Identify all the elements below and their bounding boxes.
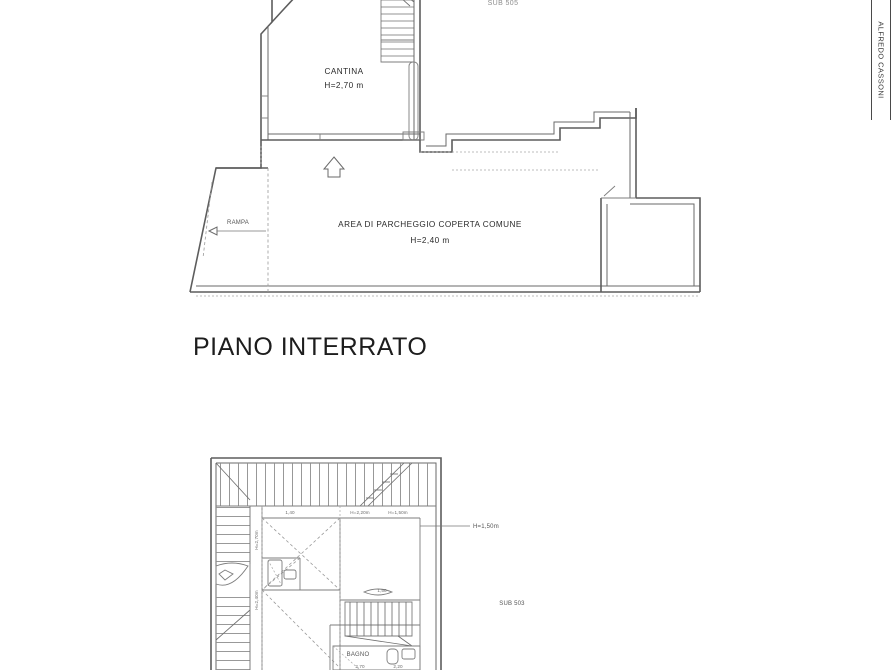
side-stamp: ALFREDO CASSONI <box>871 0 891 120</box>
staircase-basement <box>380 0 425 141</box>
stamp-rule-right <box>890 0 891 120</box>
dim-label-4: 1,50 <box>377 588 387 593</box>
roof-slope-dashes <box>261 506 341 670</box>
dim-label-2: H=2,20m <box>350 510 370 515</box>
room-label-parking: AREA DI PARCHEGGIO COPERTA COMUNE <box>338 220 522 229</box>
sub-label-basement: SUB 505 <box>488 0 519 7</box>
room-label-bagno: BAGNO <box>347 652 370 658</box>
room-height-cantina: H=2,70 m <box>324 81 363 90</box>
stamp-text: ALFREDO CASSONI <box>876 21 886 99</box>
dim-label-6: 2,20 <box>393 664 403 669</box>
floor-title-basement: PIANO INTERRATO <box>193 333 428 361</box>
ramp-area: RAMPA <box>202 167 269 292</box>
stamp-rule-left <box>871 0 872 120</box>
attic-floor-plan: BAGNO 1,40 H=2,20m H=1,50m 1,50 2,70 2,2… <box>210 457 525 670</box>
attic-fixtures <box>267 559 297 587</box>
dim-label-5: 2,70 <box>355 664 365 669</box>
roof-hatch-left <box>215 462 251 670</box>
cantina-room: CANTINA H=2,70 m <box>260 0 421 141</box>
roof-hatch-top <box>216 462 436 507</box>
dim-label-3: H=1,50m <box>388 510 408 515</box>
basement-floor-plan: CANTINA H=2,70 m SUB 50 <box>189 0 701 297</box>
parking-area: AREA DI PARCHEGGIO COPERTA COMUNE H=2,40… <box>189 108 701 293</box>
entry-arrow-icon <box>322 156 346 178</box>
room-label-ramp: RAMPA <box>227 220 249 226</box>
dim-label-1: 1,40 <box>285 510 295 515</box>
room-label-cantina: CANTINA <box>324 67 363 76</box>
dim-label-8: H=2,40m <box>254 590 259 610</box>
height-annotation-right: H=1,50m <box>473 524 499 530</box>
dim-label-7: H=2,70m <box>254 530 259 550</box>
bagno-room: BAGNO <box>332 645 421 670</box>
attic-staircase <box>344 588 413 647</box>
sub-label-attic: SUB 503 <box>499 601 525 607</box>
attic-dimensions: 1,40 H=2,20m H=1,50m 1,50 2,70 2,20 H=2,… <box>254 510 499 669</box>
room-height-parking: H=2,40 m <box>410 236 449 245</box>
